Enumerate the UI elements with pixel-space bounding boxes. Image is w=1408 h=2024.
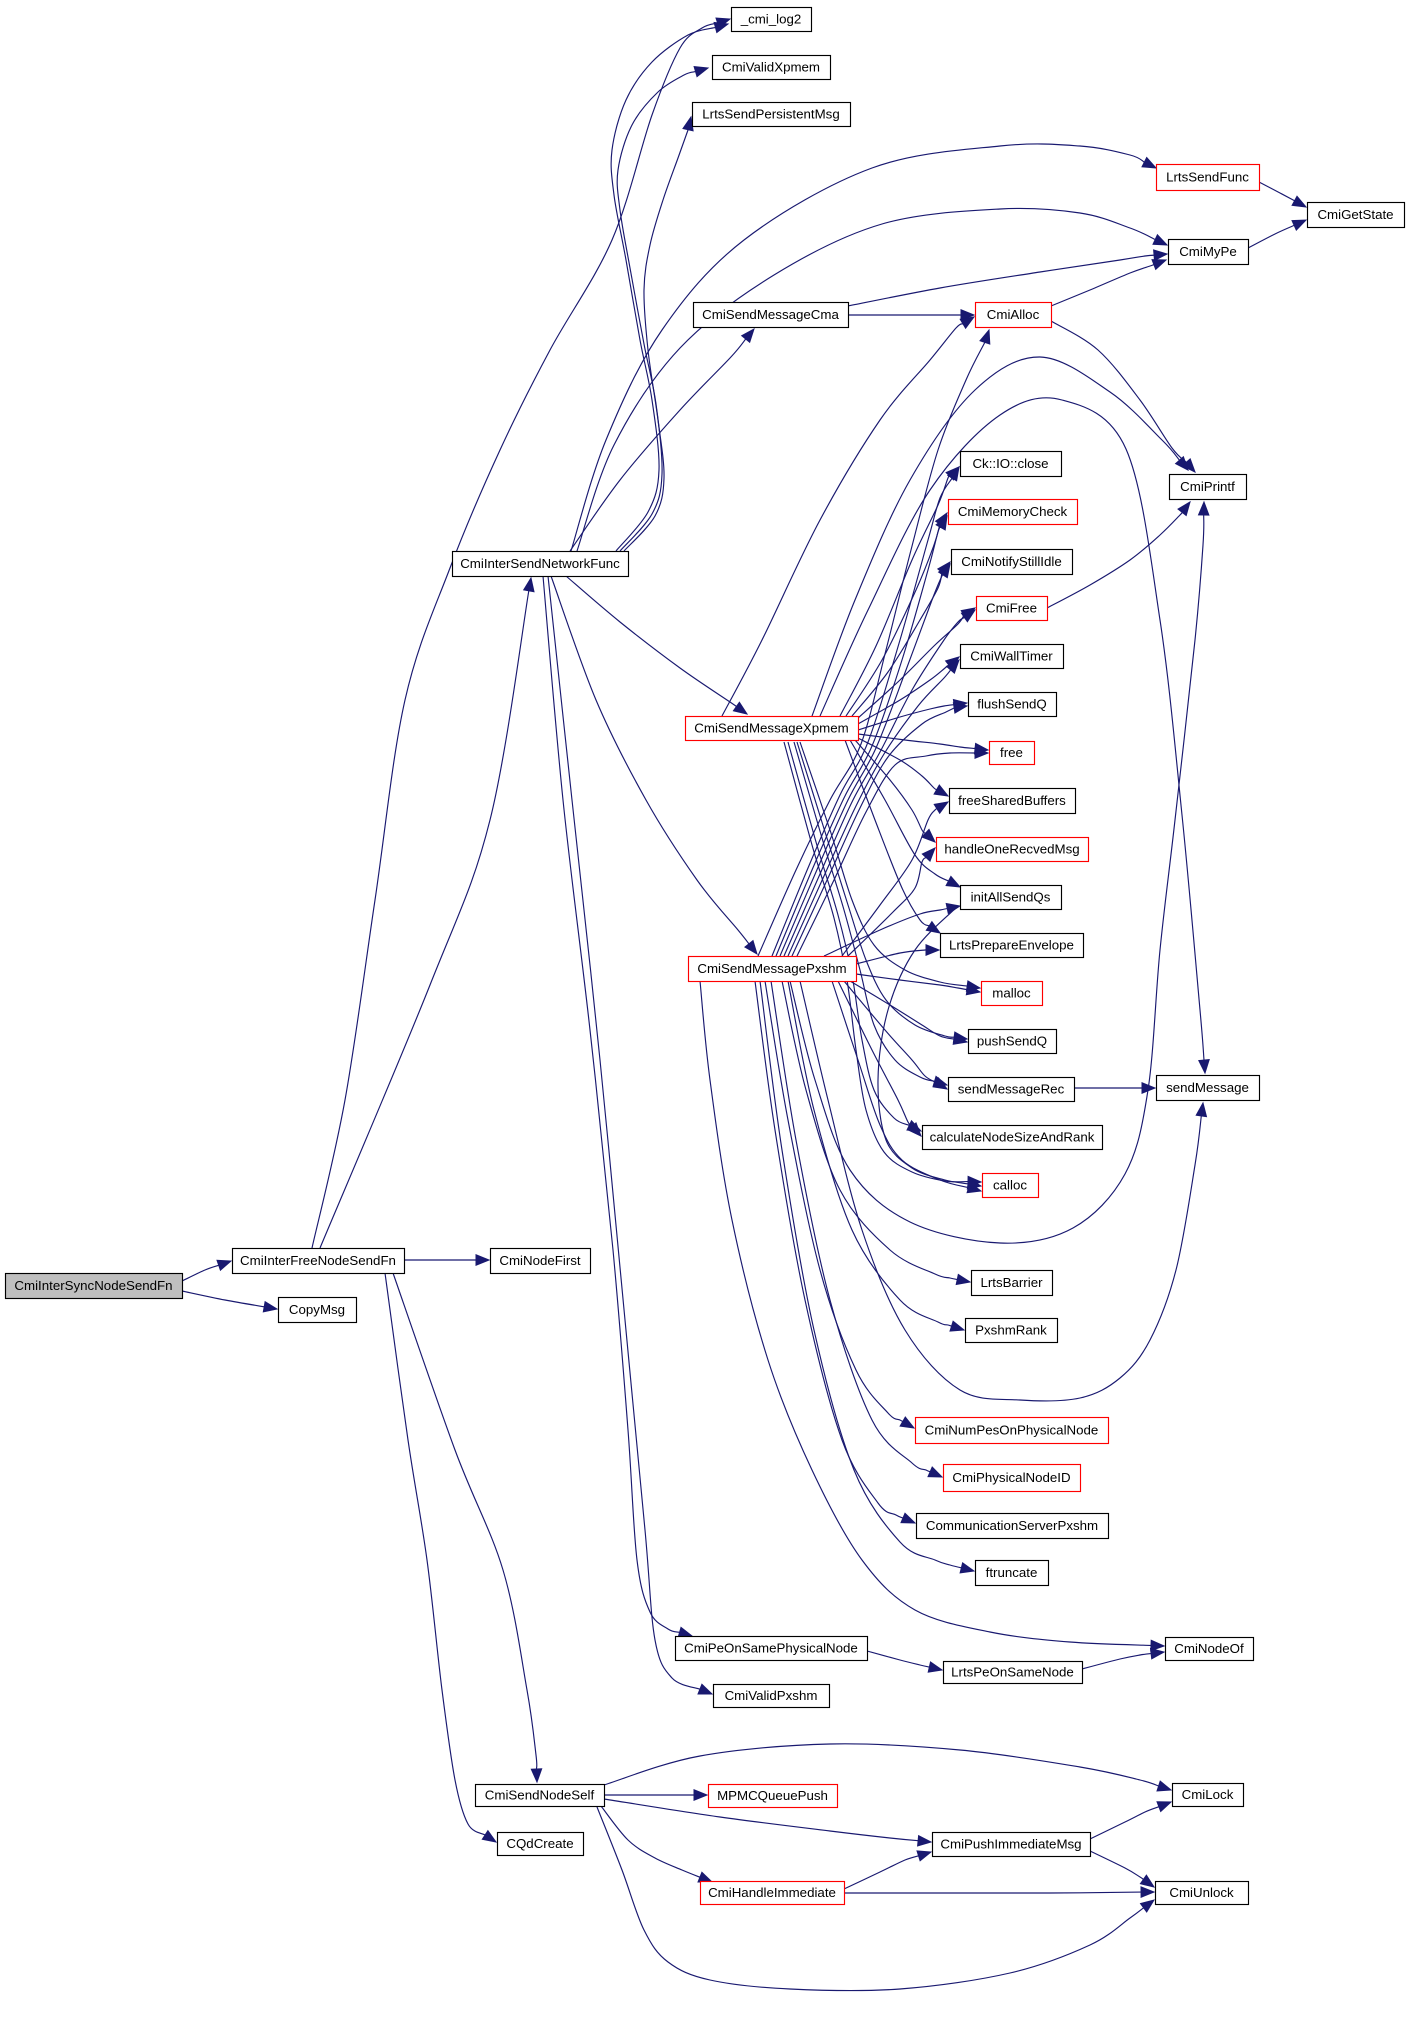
svg-text:CopyMsg: CopyMsg bbox=[289, 1302, 345, 1317]
svg-text:CmiPrintf: CmiPrintf bbox=[1180, 479, 1235, 494]
svg-text:CmiUnlock: CmiUnlock bbox=[1169, 1885, 1234, 1900]
svg-text:CmiMemoryCheck: CmiMemoryCheck bbox=[958, 504, 1068, 519]
svg-text:handleOneRecvedMsg: handleOneRecvedMsg bbox=[944, 842, 1079, 857]
svg-text:CmiValidXpmem: CmiValidXpmem bbox=[722, 60, 820, 75]
svg-text:sendMessage: sendMessage bbox=[1166, 1080, 1249, 1095]
svg-text:LrtsBarrier: LrtsBarrier bbox=[980, 1275, 1043, 1290]
svg-text:CmiSendNodeSelf: CmiSendNodeSelf bbox=[485, 1788, 595, 1803]
svg-text:free: free bbox=[1000, 745, 1023, 760]
svg-text:LrtsPrepareEnvelope: LrtsPrepareEnvelope bbox=[949, 938, 1074, 953]
svg-text:CmiNodeFirst: CmiNodeFirst bbox=[499, 1253, 581, 1268]
svg-text:calloc: calloc bbox=[993, 1178, 1027, 1193]
svg-text:CmiMyPe: CmiMyPe bbox=[1179, 244, 1237, 259]
svg-text:CmiInterFreeNodeSendFn: CmiInterFreeNodeSendFn bbox=[240, 1253, 396, 1268]
svg-text:_cmi_log2: _cmi_log2 bbox=[740, 12, 802, 27]
svg-text:initAllSendQs: initAllSendQs bbox=[971, 890, 1051, 905]
svg-text:CmiNumPesOnPhysicalNode: CmiNumPesOnPhysicalNode bbox=[925, 1423, 1099, 1438]
svg-text:CmiGetState: CmiGetState bbox=[1317, 207, 1393, 222]
svg-text:CmiLock: CmiLock bbox=[1182, 1787, 1234, 1802]
svg-text:PxshmRank: PxshmRank bbox=[975, 1323, 1047, 1338]
svg-text:CmiPhysicalNodeID: CmiPhysicalNodeID bbox=[952, 1470, 1070, 1485]
svg-text:CmiValidPxshm: CmiValidPxshm bbox=[725, 1688, 818, 1703]
svg-text:CmiWallTimer: CmiWallTimer bbox=[970, 649, 1053, 664]
svg-text:CmiInterSyncNodeSendFn: CmiInterSyncNodeSendFn bbox=[14, 1278, 172, 1293]
svg-text:CmiNodeOf: CmiNodeOf bbox=[1174, 1641, 1244, 1656]
svg-text:CmiPeOnSamePhysicalNode: CmiPeOnSamePhysicalNode bbox=[684, 1641, 858, 1656]
svg-text:CommunicationServerPxshm: CommunicationServerPxshm bbox=[926, 1518, 1098, 1533]
svg-text:flushSendQ: flushSendQ bbox=[977, 697, 1046, 712]
svg-text:CmiAlloc: CmiAlloc bbox=[987, 307, 1040, 322]
svg-text:CmiPushImmediateMsg: CmiPushImmediateMsg bbox=[940, 1837, 1081, 1852]
svg-text:LrtsSendPersistentMsg: LrtsSendPersistentMsg bbox=[702, 107, 839, 122]
svg-text:LrtsPeOnSameNode: LrtsPeOnSameNode bbox=[951, 1665, 1074, 1680]
svg-text:CmiInterSendNetworkFunc: CmiInterSendNetworkFunc bbox=[460, 556, 620, 571]
svg-text:CmiFree: CmiFree bbox=[986, 601, 1037, 616]
svg-text:MPMCQueuePush: MPMCQueuePush bbox=[717, 1788, 828, 1803]
svg-text:CmiNotifyStillIdle: CmiNotifyStillIdle bbox=[961, 554, 1062, 569]
svg-text:CQdCreate: CQdCreate bbox=[506, 1836, 573, 1851]
svg-text:pushSendQ: pushSendQ bbox=[977, 1034, 1047, 1049]
svg-text:CmiHandleImmediate: CmiHandleImmediate bbox=[708, 1885, 836, 1900]
svg-text:sendMessageRec: sendMessageRec bbox=[958, 1082, 1065, 1097]
svg-text:freeSharedBuffers: freeSharedBuffers bbox=[958, 793, 1066, 808]
svg-text:malloc: malloc bbox=[992, 986, 1031, 1001]
svg-text:CmiSendMessagePxshm: CmiSendMessagePxshm bbox=[697, 961, 846, 976]
svg-text:calculateNodeSizeAndRank: calculateNodeSizeAndRank bbox=[930, 1130, 1095, 1145]
svg-text:LrtsSendFunc: LrtsSendFunc bbox=[1166, 170, 1249, 185]
svg-text:Ck::IO::close: Ck::IO::close bbox=[972, 456, 1048, 471]
svg-text:CmiSendMessageCma: CmiSendMessageCma bbox=[702, 307, 839, 322]
svg-text:ftruncate: ftruncate bbox=[986, 1565, 1038, 1580]
svg-text:CmiSendMessageXpmem: CmiSendMessageXpmem bbox=[694, 721, 848, 736]
